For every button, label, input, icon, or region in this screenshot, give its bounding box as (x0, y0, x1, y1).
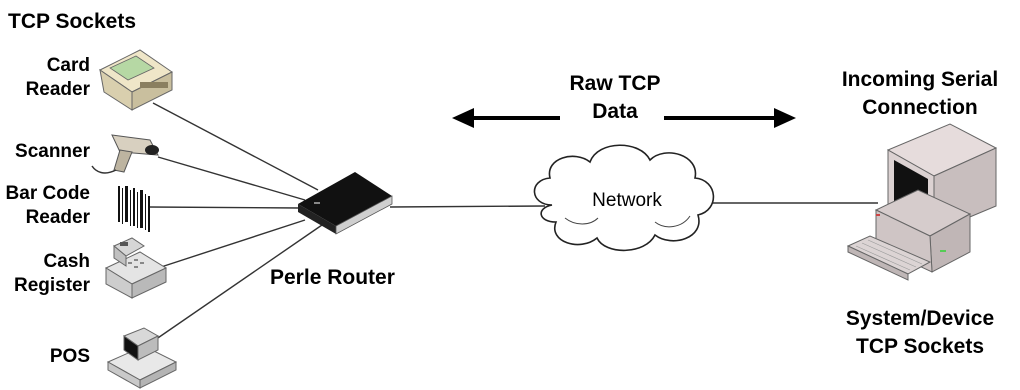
device-label-line2: Reader (25, 207, 90, 228)
card-reader-link (152, 102, 319, 191)
router-label: Perle Router (270, 266, 395, 289)
network-cloud: Network (533, 144, 715, 252)
left-arrowhead (452, 108, 474, 128)
device-label-scanner: Scanner (15, 140, 90, 164)
barcode-icon (118, 186, 150, 232)
device-label-cash-register: Cash Register (14, 250, 90, 298)
device-label-line1: POS (49, 346, 90, 367)
scanner-icon (91, 134, 159, 174)
device-label-line2: Reader (25, 79, 90, 100)
cash-register-link (157, 219, 306, 269)
device-label-line1: Bar Code (5, 183, 90, 204)
device-label-bar-code-reader: Bar Code Reader (6, 182, 90, 230)
device-label-line1: Scanner (15, 141, 90, 162)
data-flow-line2: Data (592, 100, 638, 123)
device-label-pos: POS (50, 345, 90, 369)
data-flow-label: Raw TCP Data (540, 70, 690, 126)
pos-icon (106, 327, 178, 389)
router-network-link (389, 205, 546, 208)
incoming-line2: Connection (862, 96, 978, 119)
system-line2: TCP Sockets (856, 335, 984, 358)
incoming-line1: Incoming Serial (841, 68, 999, 91)
incoming-connection-label: Incoming Serial Connection (820, 66, 1020, 122)
connection-lines (147, 102, 878, 343)
pos-link (151, 224, 323, 343)
computer-icon (846, 123, 998, 281)
right-arrowhead (774, 108, 796, 128)
device-label-line2: Register (13, 275, 90, 296)
data-flow-line1: Raw TCP (569, 72, 661, 95)
device-label-line1: Cash (43, 251, 90, 272)
router-icon (298, 172, 393, 235)
diagram-title: TCP Sockets (8, 10, 136, 33)
device-label-card-reader: Card Reader (26, 54, 90, 102)
cash-register-icon (104, 237, 168, 299)
network-label: Network (592, 190, 662, 211)
system-line1: System/Device (845, 307, 995, 330)
data-flow-arrows (452, 108, 796, 128)
device-label-line1: Card (46, 55, 90, 76)
system-device-label: System/Device TCP Sockets (820, 305, 1020, 361)
scanner-link (157, 156, 306, 201)
barcode-link (147, 206, 301, 209)
card-reader-icon (99, 49, 173, 111)
